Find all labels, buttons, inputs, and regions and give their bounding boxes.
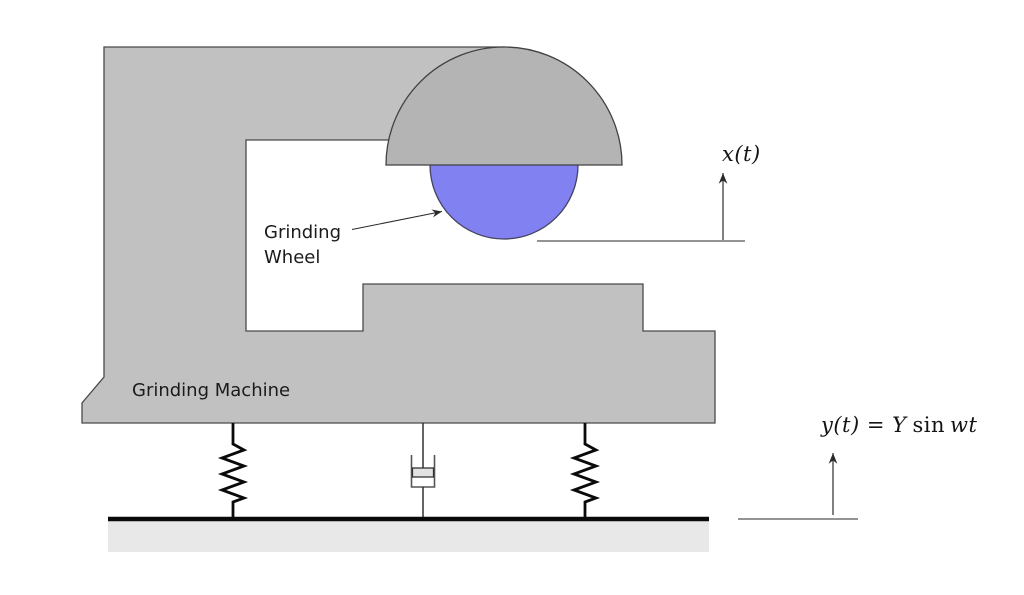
grinding-machine-body [81, 46, 716, 424]
grinding-wheel-label: Grinding Wheel [264, 220, 341, 270]
damper-piston [411, 467, 435, 478]
grinding-machine-label: Grinding Machine [132, 380, 291, 401]
ground-hatch-fill [108, 520, 709, 552]
y-excitation-arg: wt [950, 413, 978, 437]
y-excitation-lhs: y(t) = Y [821, 413, 907, 437]
right-spring [569, 423, 601, 519]
left-spring [217, 423, 249, 519]
wheel-guard-dome [385, 46, 623, 166]
wheel-pointer-arrow [351, 209, 443, 231]
y-excitation-sin: sin [912, 413, 946, 437]
grinding-wheel-label-line2: Wheel [264, 247, 321, 268]
x-displacement-label: x(t) [722, 142, 761, 166]
grinding-wheel-label-line1: Grinding [264, 222, 342, 243]
